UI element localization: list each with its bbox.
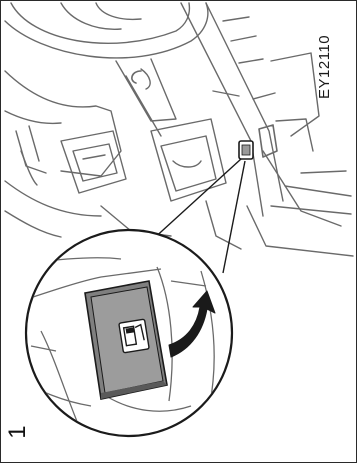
center-panel [151,119,226,201]
door-trim [271,53,319,136]
fuel-door-switch-location [239,141,253,159]
steering-column [116,59,176,121]
figure-number: 1 [3,417,33,447]
dash-left-panel [5,71,121,176]
lower-dash-module [61,131,126,193]
dashboard-lineart [5,3,353,256]
figure-code: EY12110 [316,9,348,99]
fuel-door-symbol-icon [119,319,149,353]
